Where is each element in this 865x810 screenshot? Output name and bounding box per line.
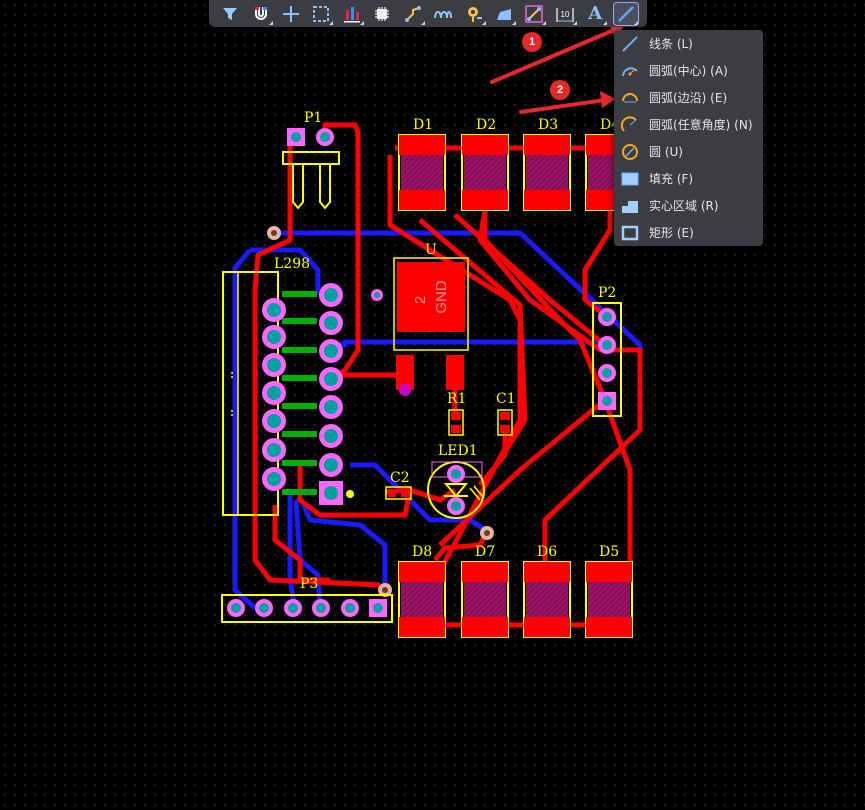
vias <box>267 226 494 597</box>
p1-label: P1 <box>304 110 322 126</box>
c1-label: C1 <box>496 391 516 407</box>
menu-item-arc-edge[interactable]: 圆弧(边沿) (E) <box>614 84 763 111</box>
l298-pads[interactable] <box>262 283 343 505</box>
route-icon <box>404 5 421 22</box>
d1-label: D1 <box>413 117 433 133</box>
draw-tool-menu: 线条 (L) 圆弧(中心) (A) 圆弧(边沿) (E) 圆弧(任意角度) (N… <box>614 30 763 246</box>
menu-item-fill-label: 填充 (F) <box>649 172 694 186</box>
menu-item-arc-any-angle[interactable]: 圆弧(任意角度) (N) <box>614 111 763 138</box>
diode-d7 <box>461 561 509 638</box>
led1-label: LED1 <box>438 443 478 459</box>
menu-item-line-label: 线条 (L) <box>649 37 693 51</box>
annotation-badge-1: 1 <box>522 32 542 52</box>
line-draw-icon <box>617 5 634 22</box>
filter-icon <box>223 7 238 20</box>
menu-item-circle-label: 圆 (U) <box>649 145 683 159</box>
menu-item-fill[interactable]: 填充 (F) <box>614 165 763 192</box>
dimension-label: 10 <box>560 10 569 19</box>
crosshair-icon <box>283 5 300 22</box>
menu-item-rectangle[interactable]: 矩形 (E) <box>614 219 763 246</box>
r1-resistor[interactable] <box>448 409 464 436</box>
l298-label: L298 <box>274 256 310 272</box>
arc-center-icon <box>622 66 638 76</box>
menu-item-arc-edge-label: 圆弧(边沿) (E) <box>649 91 728 105</box>
p3-label: P3 <box>300 576 318 592</box>
via-button[interactable] <box>462 3 486 25</box>
p2-label: P2 <box>598 285 616 301</box>
diode-d8 <box>398 561 446 638</box>
differential-pair-icon <box>434 10 453 18</box>
pcb-toolbar: 10 A <box>209 0 647 27</box>
d5-label: D5 <box>599 544 619 560</box>
snap-button[interactable] <box>249 3 273 25</box>
select-area-icon <box>313 5 330 22</box>
line-draw-button[interactable] <box>612 1 639 26</box>
arc-edge-icon <box>622 92 638 102</box>
c1-capacitor[interactable] <box>497 409 513 436</box>
d8-label: D8 <box>412 544 432 560</box>
diode-d3 <box>523 134 571 211</box>
c2-capacitor[interactable] <box>385 486 412 500</box>
fill-icon <box>621 172 639 185</box>
solid-region-icon <box>622 200 638 213</box>
u-pad-number: 2 <box>412 296 429 304</box>
menu-item-arc-center[interactable]: 圆弧(中心) (A) <box>614 57 763 84</box>
r1-label: R1 <box>447 391 466 407</box>
net-label-icon <box>525 4 544 23</box>
dimension-button[interactable]: 10 <box>553 3 577 25</box>
menu-item-line[interactable]: 线条 (L) <box>614 30 763 57</box>
diode-d6 <box>523 561 571 638</box>
diode-d1 <box>398 134 446 211</box>
d6-label: D6 <box>537 544 557 560</box>
route-button[interactable] <box>401 3 425 25</box>
magnet-icon <box>254 6 267 20</box>
line-icon <box>622 35 638 52</box>
circle-icon <box>622 143 638 160</box>
polygon-icon <box>497 8 511 20</box>
filter-button[interactable] <box>218 3 242 25</box>
arc-any-angle-icon <box>621 115 637 132</box>
p2-header[interactable] <box>592 302 622 417</box>
text-icon: A <box>588 2 603 24</box>
net-label-button[interactable] <box>522 3 547 25</box>
p1-header[interactable] <box>282 128 340 210</box>
u-pad-net: GND <box>433 280 450 314</box>
diff-pair-button[interactable] <box>431 3 455 25</box>
select-area-button[interactable] <box>309 3 334 25</box>
menu-item-arc-center-label: 圆弧(中心) (A) <box>649 64 728 78</box>
cross-probe-button[interactable] <box>279 3 303 25</box>
u-label: U <box>425 242 437 258</box>
via-icon <box>467 6 482 22</box>
led1[interactable] <box>427 461 485 519</box>
c2-label: C2 <box>390 470 410 486</box>
d7-label: D7 <box>475 544 495 560</box>
rectangle-icon <box>621 225 639 240</box>
menu-item-circle[interactable]: 圆 (U) <box>614 138 763 165</box>
annotation-badge-2: 2 <box>550 80 570 100</box>
align-icon <box>343 6 360 22</box>
component-icon <box>375 6 390 21</box>
menu-item-arc-any-angle-label: 圆弧(任意角度) (N) <box>649 118 753 132</box>
menu-item-rectangle-label: 矩形 (E) <box>649 226 694 240</box>
component-button[interactable] <box>370 3 394 25</box>
menu-item-solid-region-label: 实心区域 (R) <box>649 199 719 213</box>
dimension-icon: 10 <box>556 7 574 22</box>
u-regulator[interactable]: 2 GND <box>371 257 469 396</box>
diode-d5 <box>585 561 633 638</box>
polygon-button[interactable] <box>492 3 516 25</box>
p3-header[interactable] <box>221 594 393 623</box>
d3-label: D3 <box>538 117 558 133</box>
menu-item-solid-region[interactable]: 实心区域 (R) <box>614 192 763 219</box>
align-button[interactable] <box>340 3 364 25</box>
diode-d2 <box>461 134 509 211</box>
d2-label: D2 <box>476 117 496 133</box>
text-button[interactable]: A <box>583 2 608 25</box>
